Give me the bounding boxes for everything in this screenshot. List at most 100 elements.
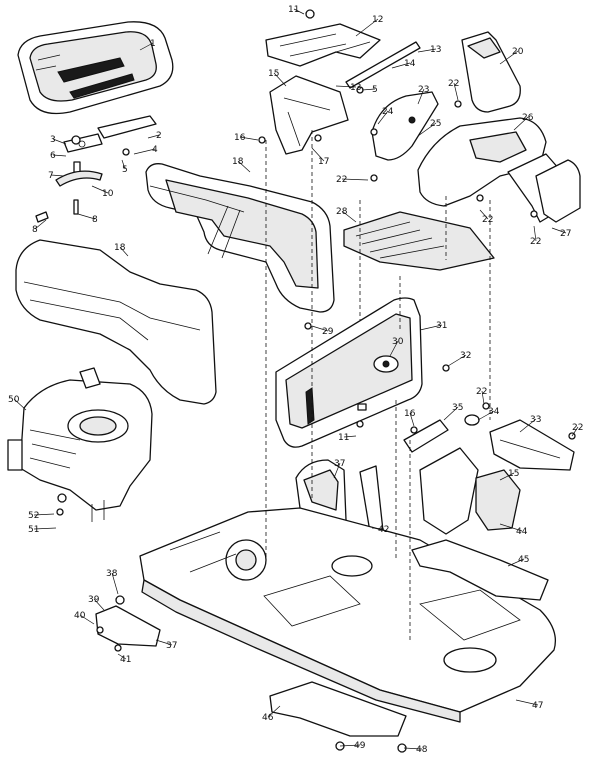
callout-leader-10: [91, 185, 109, 194]
callout-18: 18: [232, 157, 244, 167]
callout-4: 4: [152, 145, 158, 155]
callout-leader-39: [93, 598, 105, 611]
callout-leader-12: [355, 18, 379, 37]
footrest-plate: [343, 211, 495, 271]
callout-18: 18: [114, 243, 126, 253]
callout-leader-8: [34, 219, 47, 230]
callout-11: 11: [338, 433, 349, 443]
callout-44: 44: [516, 527, 528, 537]
callout-38: 38: [106, 569, 118, 579]
callout-27: 27: [560, 229, 571, 239]
main-frame: [139, 507, 557, 723]
callout-leader-20: [499, 50, 519, 65]
callout-leader-31: [419, 324, 443, 331]
callout-22: 22: [482, 215, 493, 225]
callout-52: 52: [28, 511, 39, 521]
callout-leader-40: [79, 614, 95, 625]
callout-22: 22: [448, 79, 459, 89]
callout-47: 47: [532, 701, 543, 711]
callout-leader-24: [377, 110, 389, 125]
callout-15: 15: [508, 469, 519, 479]
hood-assembly: [417, 31, 581, 223]
callout-leader-15: [273, 72, 287, 87]
callout-17: 17: [318, 157, 329, 167]
callout-leader-51: [33, 527, 57, 530]
assembly-lines: [265, 130, 491, 640]
callout-5: 5: [372, 85, 378, 95]
callout-leader-16: [409, 412, 415, 427]
callout-22: 22: [336, 175, 347, 185]
callout-leader-22: [481, 390, 485, 405]
callout-leader-48: [403, 747, 423, 750]
callout-leader-13: [417, 48, 437, 53]
upper-body-frame: [145, 163, 335, 313]
callout-12: 12: [372, 15, 383, 25]
callout-leader-30: [389, 340, 399, 357]
callout-6: 6: [50, 151, 56, 161]
callout-48: 48: [416, 745, 428, 755]
callout-5: 5: [122, 165, 128, 175]
callout-leader-2: [147, 134, 160, 139]
callout-leader-32: [447, 354, 467, 367]
callout-leader-13: [335, 85, 357, 88]
callout-leader-1: [139, 42, 154, 51]
seat-hardware: [35, 135, 130, 223]
callout-leader-7: [50, 174, 65, 177]
callout-13: 13: [430, 45, 441, 55]
engine: [7, 367, 153, 522]
right-brackets: [403, 414, 575, 535]
callout-7: 7: [48, 171, 54, 181]
callout-leader-25: [417, 122, 437, 137]
callout-37: 37: [334, 459, 345, 469]
callout-leader-17: [311, 147, 325, 162]
callout-11: 11: [288, 5, 299, 15]
callout-leader-33: [519, 418, 537, 433]
callout-leader-41: [117, 653, 127, 660]
callout-14: 14: [404, 59, 416, 69]
callout-leader-8: [77, 213, 96, 220]
callout-leader-44: [499, 523, 523, 532]
callout-leader-22: [341, 178, 369, 181]
callout-34: 34: [488, 407, 500, 417]
callout-leader-6: [52, 154, 67, 157]
callout-leader-22: [479, 209, 489, 220]
callout-leader-45: [507, 558, 525, 567]
callout-leader-49: [339, 744, 361, 747]
callout-49: 49: [354, 741, 366, 751]
callout-29: 29: [322, 327, 334, 337]
callout-leader-50: [13, 398, 27, 411]
callout-45: 45: [518, 555, 529, 565]
callout-13: 13: [350, 83, 361, 93]
callout-leader-5: [121, 159, 126, 170]
callout-20: 20: [512, 47, 524, 57]
callout-41: 41: [120, 655, 131, 665]
callout-51: 51: [28, 525, 39, 535]
left-side-panel: [15, 239, 217, 405]
callout-8: 8: [32, 225, 38, 235]
callout-30: 30: [392, 337, 404, 347]
callout-1: 1: [150, 39, 156, 49]
callout-35: 35: [452, 403, 463, 413]
dashboard-panel: [275, 297, 423, 448]
upper-brackets: [265, 9, 439, 161]
callout-32: 32: [460, 351, 471, 361]
callout-leader-4: [133, 148, 156, 155]
callout-leader-5: [361, 88, 376, 91]
callout-leader-23: [417, 88, 425, 105]
callout-leader-37: [333, 462, 341, 479]
callout-leader-42: [371, 527, 385, 530]
callout-leader-15: [499, 472, 515, 481]
callout-22: 22: [530, 237, 541, 247]
callout-leader-11: [343, 435, 357, 438]
callout-leader-22: [571, 426, 579, 437]
callout-3: 3: [50, 135, 56, 145]
callout-leader-3: [52, 138, 67, 145]
floor-mats: [269, 539, 549, 737]
callout-leader-26: [513, 116, 529, 131]
callout-22: 22: [476, 387, 487, 397]
callout-leader-52: [33, 513, 55, 516]
callout-leader-35: [443, 406, 459, 421]
callout-22: 22: [572, 423, 583, 433]
callout-leader-16: [239, 136, 259, 141]
